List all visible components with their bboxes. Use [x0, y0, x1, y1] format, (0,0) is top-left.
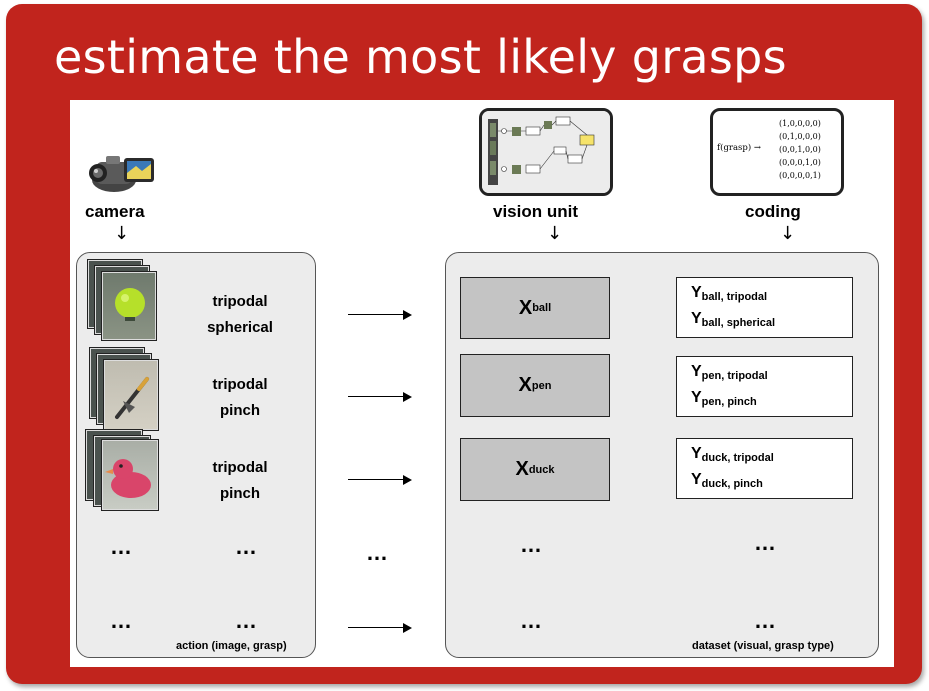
- y-subscript: duck, tripodal: [701, 451, 774, 464]
- y-subscript: ball, spherical: [701, 316, 776, 329]
- y-label: Yduck, tripodal: [691, 443, 852, 469]
- coding-diagram: f(grasp) → (1,0,0,0,0) (0,1,0,0,0) (0,0,…: [710, 108, 844, 196]
- y-label: Yball, tripodal: [691, 282, 852, 308]
- camera-down-arrow: ↓: [114, 223, 130, 244]
- dataset-caption: dataset (visual, grasp type): [692, 640, 834, 652]
- coding-formula: f(grasp) →: [717, 143, 761, 153]
- coding-label: coding: [745, 202, 801, 221]
- y-symbol: Y: [691, 309, 702, 327]
- y-ellipsis: …: [754, 608, 779, 633]
- x-subscript: pen: [531, 379, 552, 392]
- x-symbol: X: [518, 374, 532, 396]
- coding-vector: (0,0,0,0,1): [779, 171, 821, 180]
- grasp-label-pen: tripodal pinch: [200, 372, 280, 424]
- grasp-ellipsis: …: [235, 608, 260, 633]
- ball-photo: [102, 272, 156, 340]
- coding-down-arrow: ↓: [780, 223, 796, 244]
- grasp-line: pinch: [220, 402, 260, 419]
- vision-unit-schematic: [482, 111, 610, 193]
- grasp-line: tripodal: [212, 376, 268, 393]
- grasp-line: tripodal: [212, 459, 268, 476]
- y-subscript: duck, pinch: [701, 477, 763, 490]
- y-box-ball: Yball, tripodal Yball, spherical: [676, 277, 853, 338]
- y-subscript: pen, tripodal: [701, 369, 768, 382]
- coding-vector: (0,1,0,0,0): [779, 132, 821, 141]
- pen-photo: [104, 360, 158, 430]
- y-symbol: Y: [691, 362, 702, 380]
- y-box-pen: Ypen, tripodal Ypen, pinch: [676, 356, 853, 417]
- vision-unit-label: vision unit: [493, 202, 578, 221]
- slide: estimate the most likely grasps camera ↓: [6, 4, 922, 684]
- figure-panel: camera ↓: [70, 100, 894, 667]
- grasp-line: spherical: [207, 319, 273, 336]
- arrow-right: [348, 309, 412, 320]
- camera-label: camera: [85, 202, 145, 221]
- y-label: Yball, spherical: [691, 308, 852, 334]
- y-label: Yduck, pinch: [691, 469, 852, 495]
- grasp-line: pinch: [220, 485, 260, 502]
- grasp-line: tripodal: [212, 293, 268, 310]
- y-label: Ypen, tripodal: [691, 361, 852, 387]
- y-symbol: Y: [691, 283, 702, 301]
- camcorder-icon: [89, 156, 154, 192]
- x-subscript: ball: [532, 302, 552, 314]
- x-ellipsis: …: [520, 532, 545, 557]
- arrow-right: [348, 474, 412, 485]
- middle-ellipsis: …: [366, 540, 391, 565]
- x-subscript: duck: [528, 463, 555, 476]
- slide-title: estimate the most likely grasps: [54, 30, 787, 84]
- y-subscript: ball, tripodal: [701, 290, 768, 303]
- action-caption: action (image, grasp): [176, 640, 287, 652]
- coding-vector: (0,0,1,0,0): [779, 145, 821, 154]
- coding-vector: (0,0,0,1,0): [779, 158, 821, 167]
- arrow-right: [348, 391, 412, 402]
- x-symbol: X: [515, 458, 529, 480]
- y-symbol: Y: [691, 470, 702, 488]
- image-ellipsis: …: [110, 608, 135, 633]
- y-ellipsis: …: [754, 530, 779, 555]
- y-label: Ypen, pinch: [691, 387, 852, 413]
- arrow-right: [348, 622, 412, 633]
- vision-down-arrow: ↓: [547, 223, 563, 244]
- duck-photo: [102, 440, 158, 510]
- y-symbol: Y: [691, 388, 702, 406]
- image-ellipsis: …: [110, 534, 135, 559]
- x-ellipsis: …: [520, 608, 545, 633]
- grasp-label-duck: tripodal pinch: [200, 455, 280, 507]
- grasp-label-ball: tripodal spherical: [200, 289, 280, 341]
- coding-vectors: (1,0,0,0,0) (0,1,0,0,0) (0,0,1,0,0) (0,0…: [779, 117, 821, 182]
- vision-unit-diagram: [479, 108, 613, 196]
- x-symbol: X: [518, 296, 533, 319]
- coding-vector: (1,0,0,0,0): [779, 119, 821, 128]
- grasp-ellipsis: …: [235, 534, 260, 559]
- y-symbol: Y: [691, 444, 702, 462]
- y-subscript: pen, pinch: [701, 395, 757, 408]
- y-box-duck: Yduck, tripodal Yduck, pinch: [676, 438, 853, 499]
